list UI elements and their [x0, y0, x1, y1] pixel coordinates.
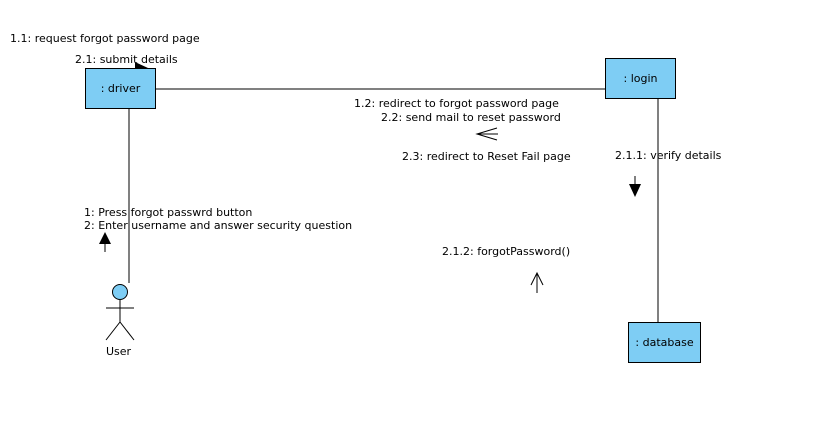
message-1-1: 1.1: request forgot password page: [10, 32, 200, 45]
object-database[interactable]: : database: [628, 322, 701, 363]
actor-user-label: User: [106, 345, 132, 358]
message-2-1-1: 2.1.1: verify details: [615, 149, 722, 162]
object-login[interactable]: : login: [605, 58, 676, 99]
arrow-to-driver-open: [475, 127, 498, 141]
message-1: 1: Press forgot passwrd button: [84, 206, 253, 219]
message-2-3: 2.3: redirect to Reset Fail page: [402, 150, 571, 163]
message-2-2: 2.2: send mail to reset password: [381, 111, 561, 124]
arrow-to-driver-from-user: [99, 232, 111, 252]
arrow-to-database-filled: [629, 176, 641, 197]
message-2: 2: Enter username and answer security qu…: [84, 219, 353, 232]
object-driver[interactable]: : driver: [85, 68, 156, 109]
message-2-1: 2.1: submit details: [75, 53, 178, 66]
object-driver-label: : driver: [100, 82, 141, 95]
user-actor-icon: [105, 284, 135, 341]
message-2-1-2: 2.1.2: forgotPassword(): [442, 245, 571, 258]
arrow-self-login-open: [530, 271, 544, 293]
object-database-label: : database: [635, 336, 694, 349]
object-login-label: : login: [623, 72, 658, 85]
message-1-2: 1.2: redirect to forgot password page: [354, 97, 559, 110]
